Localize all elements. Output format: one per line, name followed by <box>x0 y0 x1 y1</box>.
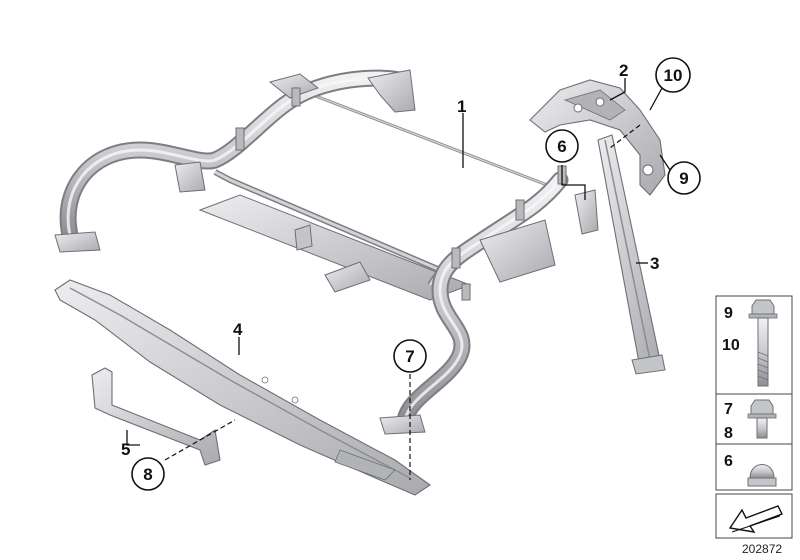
callout-4-label: 4 <box>233 320 243 339</box>
callout-8-label: 8 <box>143 465 152 484</box>
cap-nut-icon <box>747 464 777 487</box>
callout-6-label: 6 <box>557 137 566 156</box>
callout-1-label: 1 <box>457 97 466 116</box>
legend-label-7: 7 <box>724 401 733 418</box>
lower-crossmember-part <box>54 279 431 496</box>
callout-10-label: 10 <box>664 66 683 85</box>
callout-9: 9 <box>667 161 701 195</box>
callout-8: 8 <box>131 457 165 491</box>
legend-label-6: 6 <box>724 453 733 470</box>
callout-6: 6 <box>545 129 579 163</box>
orientation-arrow-icon <box>728 505 783 533</box>
callout-4: 4 <box>233 320 243 339</box>
legend-label-8: 8 <box>724 425 733 442</box>
callout-7: 7 <box>393 339 427 373</box>
small-bracket-part <box>91 367 221 466</box>
legend-box-short-bolt <box>715 393 793 445</box>
leader-lines <box>126 78 671 480</box>
legend-label-10: 10 <box>722 337 740 354</box>
callout-10: 10 <box>655 57 691 93</box>
callout-1: 1 <box>457 97 466 116</box>
document-id: 202872 <box>742 542 782 556</box>
callout-3-label: 3 <box>650 254 659 273</box>
callout-2-label: 2 <box>619 61 628 80</box>
legend-label-9: 9 <box>724 305 733 322</box>
short-bolt-icon <box>747 399 777 439</box>
fastener-legend: 9 10 7 8 6 <box>715 295 793 539</box>
callout-3: 3 <box>650 254 659 273</box>
seat-frame-part <box>54 69 599 435</box>
callout-7-label: 7 <box>405 347 414 366</box>
long-bolt-icon <box>748 299 778 387</box>
callout-5-label: 5 <box>121 440 130 459</box>
callout-2: 2 <box>619 61 628 80</box>
vertical-strut-part <box>597 134 666 375</box>
callout-9-label: 9 <box>679 169 688 188</box>
callout-5: 5 <box>121 440 130 459</box>
upper-bracket-part <box>529 79 666 196</box>
